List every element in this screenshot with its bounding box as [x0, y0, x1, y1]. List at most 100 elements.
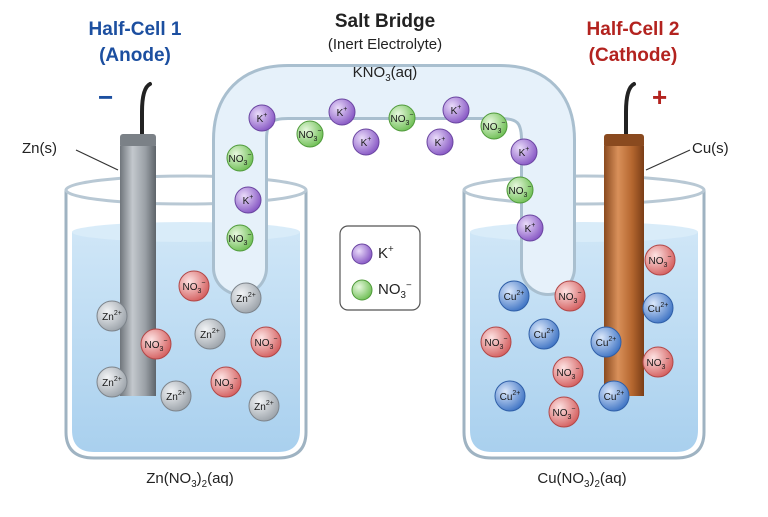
half-cell-1-role: (Anode)	[99, 45, 171, 66]
half-cell-2-ion-label: Cu2+	[596, 336, 617, 349]
salt-bridge-ion-label: NO3−	[483, 120, 506, 135]
salt-bridge-formula: KNO3(aq)	[320, 64, 450, 88]
half-cell-2-ion-no3: NO3−	[554, 280, 586, 312]
half-cell-1-ion-label: Zn2+	[254, 400, 274, 413]
right-sol-main: Cu(NO	[537, 470, 585, 487]
legend-no3-text: NO	[378, 281, 401, 298]
right-solution-label: Cu(NO3)2(aq)	[512, 470, 652, 490]
salt-bridge-ion-label: K+	[257, 112, 268, 125]
half-cell-2-ion-label: NO3−	[649, 254, 672, 269]
salt-bridge-formula-main: KNO	[352, 64, 386, 81]
salt-bridge-ion-circle	[248, 104, 276, 132]
half-cell-1-ion-label: Zn2+	[236, 292, 256, 305]
half-cell-1-ion-circle	[96, 366, 128, 398]
half-cell-1-ion-zn: Zn2+	[194, 318, 226, 350]
copper-electrode	[604, 82, 644, 396]
left-sol-end: )	[196, 470, 202, 487]
half-cell-2-ion-label: Cu2+	[648, 302, 669, 315]
half-cell-1-ion-zn: Zn2+	[96, 300, 128, 332]
half-cell-1-ion-label: Zn2+	[166, 390, 186, 403]
half-cell-2-ion-label: NO3−	[485, 336, 508, 351]
right-sol-state: (aq)	[599, 470, 627, 487]
half-cell-2-ion-no3: NO3−	[548, 396, 580, 428]
half-cell-2-ion-label: Cu2+	[534, 328, 555, 341]
legend-no3-swatch	[351, 279, 373, 301]
salt-bridge-formula-sub: 3	[385, 73, 391, 84]
salt-bridge-ion-circle	[234, 186, 262, 214]
salt-bridge-ion-k: K+	[516, 214, 544, 242]
salt-bridge-ion-no3g: NO3−	[506, 176, 534, 204]
half-cell-2-ion-cu: Cu2+	[598, 380, 630, 412]
salt-bridge-ion-label: K+	[435, 136, 446, 149]
salt-bridge-tube	[212, 64, 576, 296]
salt-bridge-ion-circle	[510, 138, 538, 166]
half-cell-2-title: Half-Cell 2	[586, 19, 680, 40]
half-cell-1-ion-label: Zn2+	[102, 376, 122, 389]
left-beaker-glass	[64, 190, 308, 460]
salt-bridge-ion-circle	[352, 128, 380, 156]
salt-bridge-ion-label: NO3−	[229, 152, 252, 167]
ion-layer: Zn2+ NO3− Zn2+ NO3− Zn2+ NO3− Zn2+ Zn2+ NO3− Zn2+…	[96, 96, 676, 428]
half-cell-1-ion-zn: Zn2+	[230, 282, 262, 314]
half-cell-1-ion-circle	[140, 328, 172, 360]
legend-no3-label: NO3−	[378, 280, 412, 301]
half-cell-2-ion-circle	[642, 346, 674, 378]
salt-bridge-ion-no3g: NO3−	[296, 120, 324, 148]
legend-no3-sup: −	[405, 280, 412, 291]
salt-bridge-ion-label: K+	[337, 106, 348, 119]
salt-bridge-fill	[215, 67, 573, 293]
right-solution-surface	[470, 222, 698, 242]
salt-bridge-ion-k: K+	[328, 98, 356, 126]
salt-bridge-ion-label: K+	[243, 194, 254, 207]
legend-k-label: K+	[378, 244, 394, 262]
half-cell-2-ion-label: Cu2+	[504, 290, 525, 303]
cathode-wire	[624, 82, 636, 138]
salt-bridge-ion-circle	[480, 112, 508, 140]
salt-bridge-ion-label: NO3−	[391, 112, 414, 127]
half-cell-2-ion-cu: Cu2+	[590, 326, 622, 358]
left-solution-label: Zn(NO3)2(aq)	[120, 470, 260, 490]
right-beaker-rim	[462, 174, 706, 206]
half-cell-2-ion-circle	[644, 244, 676, 276]
legend-no3-sub: 3	[400, 290, 406, 301]
cathode-sign: +	[652, 82, 668, 112]
half-cell-1-ion-no3: NO3−	[210, 366, 242, 398]
salt-bridge-ion-no3g: NO3−	[388, 104, 416, 132]
salt-bridge-ion-no3g: NO3−	[480, 112, 508, 140]
half-cell-1-ion-no3: NO3−	[178, 270, 210, 302]
half-cell-2-ion-label: NO3−	[557, 366, 580, 381]
half-cell-2-ion-circle	[590, 326, 622, 358]
salt-bridge-ion-label: NO3−	[229, 232, 252, 247]
half-cell-2-ion-circle	[480, 326, 512, 358]
right-sol-sub: 3	[584, 479, 590, 490]
half-cell-2-ion-circle	[598, 380, 630, 412]
half-cell-2-ion-no3: NO3−	[642, 346, 674, 378]
half-cell-1-ion-zn: Zn2+	[96, 366, 128, 398]
half-cell-2-ion-cu: Cu2+	[498, 280, 530, 312]
half-cell-2-ion-circle	[498, 280, 530, 312]
half-cell-1-ion-zn: Zn2+	[160, 380, 192, 412]
salt-bridge-ion-circle	[388, 104, 416, 132]
copper-cap	[604, 134, 644, 148]
half-cell-1-ion-zn: Zn2+	[248, 390, 280, 422]
half-cell-2-ion-circle	[494, 380, 526, 412]
half-cell-2-ion-label: Cu2+	[500, 390, 521, 403]
salt-bridge-ion-label: K+	[525, 222, 536, 235]
half-cell-2-ion-label: Cu2+	[604, 390, 625, 403]
half-cell-1-title: Half-Cell 1	[88, 19, 182, 40]
zn-label-pointer	[75, 149, 119, 171]
left-sol-sub: 3	[191, 479, 197, 490]
salt-bridge-ion-circle	[506, 176, 534, 204]
half-cell-2-ion-cu: Cu2+	[642, 292, 674, 324]
half-cell-2-ion-label: NO3−	[553, 406, 576, 421]
half-cell-2-ion-cu: Cu2+	[494, 380, 526, 412]
salt-bridge-ion-k: K+	[352, 128, 380, 156]
legend-k-sup: +	[388, 244, 394, 255]
half-cell-1-ion-circle	[250, 326, 282, 358]
salt-bridge-ion-label: NO3−	[509, 184, 532, 199]
half-cell-2-ion-circle	[642, 292, 674, 324]
left-sol-main: Zn(NO	[146, 470, 192, 487]
half-cell-2-ion-circle	[554, 280, 586, 312]
